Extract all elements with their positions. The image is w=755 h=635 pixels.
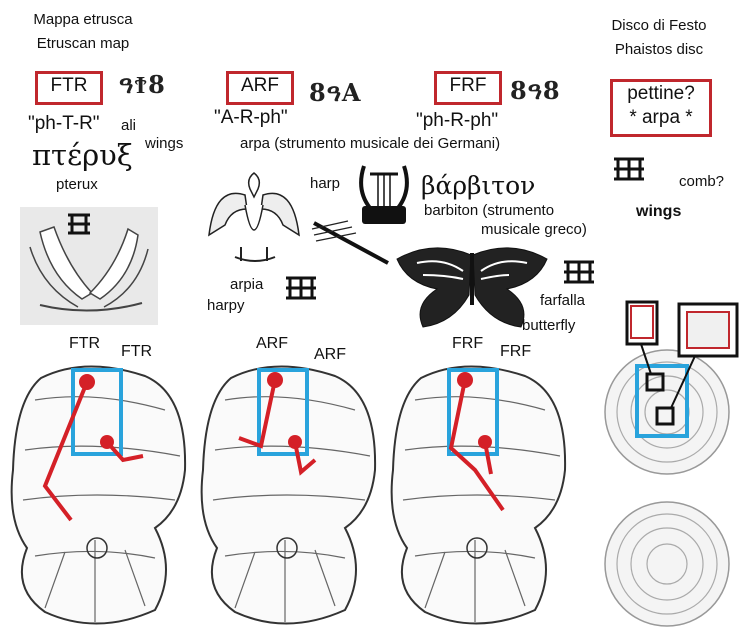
- translit-frf: "ph-R-ph": [416, 110, 499, 131]
- map1-label-b: FTR: [121, 343, 153, 360]
- comb-glyph-farfalla: [564, 260, 594, 284]
- arpia-label: arpia: [230, 276, 264, 293]
- barbiton-desc-2: musicale greco): [481, 221, 587, 238]
- etruscan-map-3: [390, 365, 567, 625]
- etruscan-map-2: [200, 365, 377, 625]
- greek-pterux: πτέρυξ: [32, 138, 133, 172]
- wings-image: [20, 207, 158, 325]
- code-box-arf: ARF: [226, 71, 294, 105]
- arpa-line: * arpa *: [629, 107, 693, 128]
- code-box-frf: FRF: [434, 71, 502, 105]
- phaistos-disc-bottom: [604, 501, 730, 627]
- butterfly-drawing: [396, 247, 548, 328]
- wings-bold-label: wings: [636, 203, 682, 220]
- harpy-label: harpy: [207, 297, 245, 314]
- comb-glyph-arpia: [286, 276, 316, 300]
- phaistos-title-en: Phaistos disc: [614, 41, 704, 58]
- pettine-line: pettine?: [627, 83, 695, 104]
- etruscan-glyphs-frf: 8ዓ8: [510, 76, 561, 105]
- pettine-box: pettine? * arpa *: [610, 79, 712, 137]
- butterfly-label: butterfly: [522, 317, 576, 334]
- map2-label-a: ARF: [256, 335, 288, 352]
- code-box-ftr: FTR: [35, 71, 103, 105]
- etruscan-title-en: Etruscan map: [36, 35, 130, 52]
- harp-label: harp: [310, 175, 341, 192]
- arpa-desc: arpa (strumento musicale dei Germani): [240, 135, 501, 152]
- wings-drawing: [29, 213, 149, 312]
- wings-label: wings: [145, 135, 184, 152]
- map2-label-b: ARF: [314, 346, 346, 363]
- farfalla-label: farfalla: [540, 292, 586, 309]
- pterux-label: pterux: [56, 176, 98, 193]
- greek-barbiton: βάρβιτον: [421, 171, 536, 200]
- map3-label-b: FRF: [500, 343, 532, 360]
- comb-glyph-phaistos: [614, 157, 644, 181]
- flute-drawing: [311, 220, 389, 265]
- phaistos-disc-top: [604, 300, 739, 475]
- lyre-drawing: [359, 165, 409, 224]
- comb-label: comb?: [679, 173, 725, 190]
- phaistos-title-it: Disco di Festo: [611, 17, 707, 34]
- etruscan-title-it: Mappa etrusca: [33, 11, 133, 28]
- map3-label-a: FRF: [452, 335, 484, 352]
- etruscan-glyphs-arf: 8ዓA: [309, 78, 362, 107]
- etruscan-map-1: [10, 365, 187, 625]
- barbiton-desc-1: barbiton (strumento: [424, 202, 555, 219]
- translit-arf: "A-R-ph": [214, 107, 288, 128]
- map1-label-a: FTR: [69, 335, 101, 352]
- etruscan-glyphs-ftr: ዓϮ8: [119, 70, 166, 99]
- ali-label: ali: [121, 117, 137, 134]
- translit-ftr: "ph-T-R": [28, 113, 100, 134]
- harpy-drawing: [208, 172, 300, 262]
